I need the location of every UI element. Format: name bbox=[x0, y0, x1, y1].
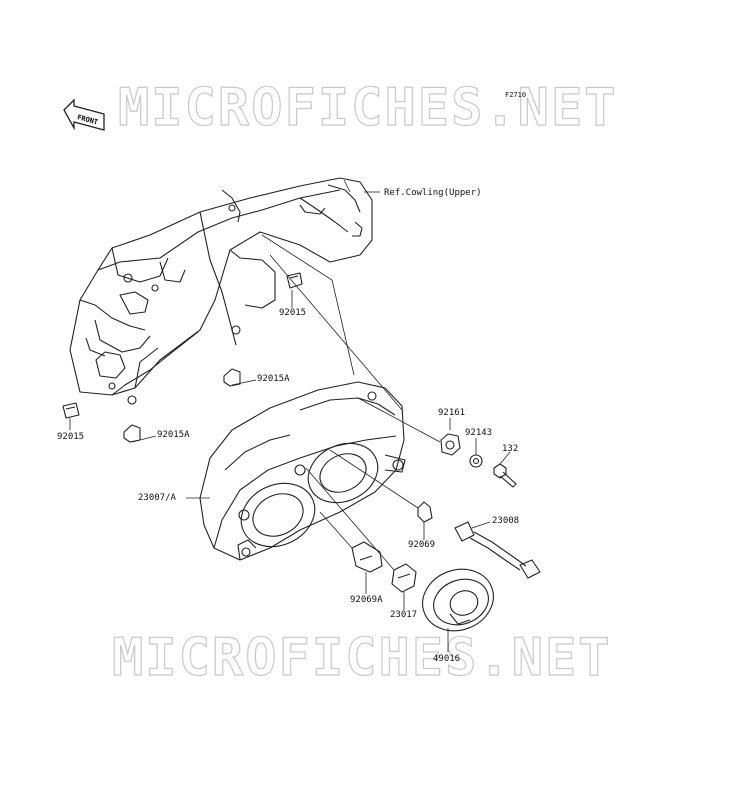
headlight-housing bbox=[199, 381, 406, 561]
bolt-132 bbox=[493, 463, 517, 488]
label-132: 132 bbox=[502, 444, 519, 454]
label-49016: 49016 bbox=[433, 654, 461, 664]
front-arrow-icon: FRONT bbox=[63, 98, 105, 131]
label-92015a-upper: 92015A bbox=[257, 374, 290, 384]
grommet-92015-lower bbox=[62, 402, 80, 419]
label-92069: 92069 bbox=[408, 540, 436, 550]
socket-23008 bbox=[454, 521, 541, 579]
label-92069a: 92069A bbox=[350, 595, 383, 605]
grommet-92015a-upper bbox=[223, 368, 241, 387]
cap-49016 bbox=[422, 568, 494, 632]
bulb-92069 bbox=[417, 501, 433, 523]
label-92015-upper: 92015 bbox=[279, 308, 307, 318]
leader-lines bbox=[69, 179, 511, 652]
label-92015a-lower: 92015A bbox=[157, 430, 190, 440]
label-ref-cowling: Ref.Cowling(Upper) bbox=[384, 188, 482, 198]
label-23017: 23017 bbox=[390, 610, 418, 620]
nut-92161 bbox=[440, 433, 461, 456]
label-23007: 23007/A bbox=[138, 493, 176, 503]
cowling-stay bbox=[69, 177, 373, 405]
figure-code: F2710 bbox=[505, 91, 527, 99]
grommet-92015-upper bbox=[286, 272, 303, 289]
grommet-92015a-lower bbox=[123, 424, 141, 443]
bulb-92069a bbox=[351, 541, 383, 573]
label-92161: 92161 bbox=[438, 408, 466, 418]
label-92143: 92143 bbox=[465, 428, 493, 438]
label-23008: 23008 bbox=[492, 516, 520, 526]
socket-23017 bbox=[391, 563, 417, 593]
label-92015-lower: 92015 bbox=[57, 432, 85, 442]
collar-92143 bbox=[469, 454, 483, 468]
